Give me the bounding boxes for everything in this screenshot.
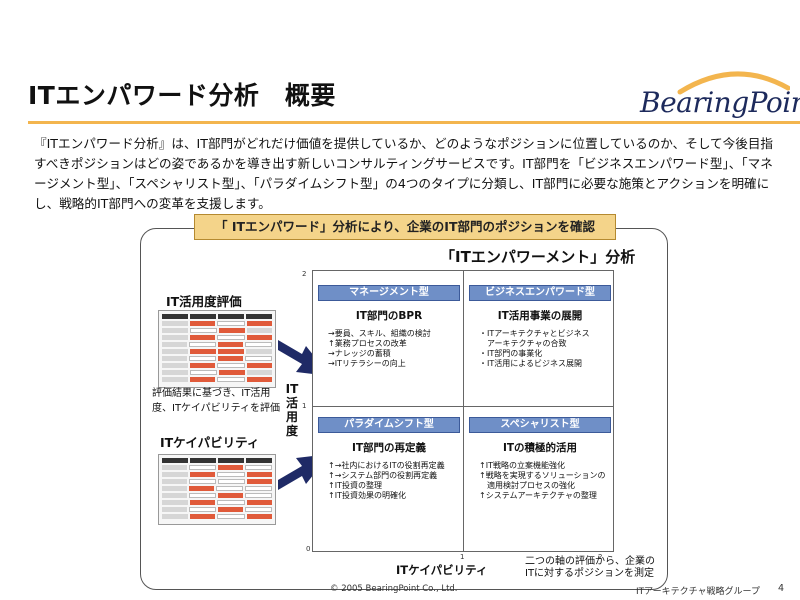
quadrant-header: スペシャリスト型 [469, 417, 611, 433]
quadrant-item: ↑→システム部門の役割再定義 [328, 471, 438, 480]
x-tick-mid: 1 [460, 553, 465, 561]
quadrant-header: ビジネスエンパワード型 [469, 285, 611, 301]
quadrant-subtitle: IT部門の再定義 [351, 442, 427, 454]
matrix-vertical-divider [463, 271, 464, 551]
capability-evaluation-thumbnail [158, 454, 276, 525]
quadrant-item: →ナレッジの蓄積 [328, 349, 391, 358]
quadrant-business-empowered: ビジネスエンパワード型 IT活用事業の展開 ・ITアーキテクチャとビジネス アー… [469, 285, 611, 369]
quadrant-items: ↑→社内におけるITの役割再定義 ↑→システム部門の役割再定義 ↑IT投資の整理… [318, 461, 460, 501]
quadrant-subtitle: IT部門のBPR [355, 310, 423, 322]
x-tick-max: 2 [598, 553, 603, 561]
page-title: ITエンパワード分析 概要 [28, 81, 336, 110]
quadrant-item: →要員、スキル、組織の検討 [328, 329, 431, 338]
brand-logo: BearingPoint. [640, 86, 800, 119]
y-tick-mid: 1 [302, 402, 307, 410]
quadrant-item: ↑IT投資の整理 [328, 481, 382, 490]
quadrant-item: ↑戦略を実現するソリューションの [479, 471, 606, 480]
y-tick-max: 2 [302, 270, 307, 278]
quadrant-item: ・ITアーキテクチャとビジネス [479, 329, 590, 338]
quadrant-subtitle: ITの積極的活用 [502, 442, 578, 454]
footer-group-name: ITアーキテクチャ戦略グループ [636, 587, 760, 597]
y-axis-label: IT活用度 [285, 382, 299, 438]
quadrant-items: ↑IT戦略の立案機能強化 ↑戦略を実現するソリューションの 適用検討プロセスの強… [469, 461, 611, 501]
quadrant-item: →ITリテラシーの向上 [328, 359, 406, 368]
quadrant-item: アーキテクチャの合致 [479, 339, 567, 348]
quadrant-header: パラダイムシフト型 [318, 417, 460, 433]
page-number: 4 [778, 583, 785, 594]
axis-note: 二つの軸の評価から、企業の ITに対するポジションを測定 [525, 556, 655, 580]
quadrant-item: 適用検討プロセスの強化 [479, 481, 575, 490]
axis-note-line: 二つの軸の評価から、企業の [525, 556, 655, 567]
analysis-banner: 「 ITエンパワード」分析により、企業のIT部門のポジションを確認 [194, 214, 616, 240]
title-rule [28, 121, 800, 124]
quadrant-items: →要員、スキル、組織の検討 ↑業務プロセスの改革 →ナレッジの蓄積 →ITリテラ… [318, 329, 460, 369]
quadrant-item: ↑IT投資効果の明確化 [328, 491, 406, 500]
quadrant-subtitle: IT活用事業の展開 [497, 310, 583, 322]
quadrant-item: ↑→社内におけるITの役割再定義 [328, 461, 445, 470]
axis-note-line: ITに対するポジションを測定 [525, 568, 655, 579]
quadrant-management: マネージメント型 IT部門のBPR →要員、スキル、組織の検討 ↑業務プロセスの… [318, 285, 460, 369]
intro-paragraph: 『ITエンパワード分析』は、IT部門がどれだけ価値を提供しているか、どのようなポ… [34, 136, 774, 211]
quadrant-item: ↑業務プロセスの改革 [328, 339, 407, 348]
quadrant-specialist: スペシャリスト型 ITの積極的活用 ↑IT戦略の立案機能強化 ↑戦略を実現するソ… [469, 417, 611, 501]
usage-evaluation-thumbnail [158, 310, 276, 388]
quadrant-header: マネージメント型 [318, 285, 460, 301]
tick-origin: 0 [306, 545, 311, 553]
quadrant-item: ・IT活用によるビジネス展開 [479, 359, 583, 368]
matrix-horizontal-divider [313, 406, 613, 407]
positioning-matrix: マネージメント型 IT部門のBPR →要員、スキル、組織の検討 ↑業務プロセスの… [312, 270, 614, 552]
evaluation-description: 評価結果に基づき、IT活用度、ITケイパビリティを評価 [152, 388, 281, 414]
quadrant-item: ↑システムアーキテクチャの整理 [479, 491, 597, 500]
matrix-title: 「ITエンパワーメント」分析 [440, 248, 636, 266]
capability-heading: ITケイパビリティ [160, 435, 260, 450]
quadrant-item: ・IT部門の事業化 [479, 349, 543, 358]
logo-arc-icon [677, 71, 790, 95]
footer-copyright: © 2005 BearingPoint Co., Ltd. [330, 584, 458, 594]
quadrant-paradigm-shift: パラダイムシフト型 IT部門の再定義 ↑→社内におけるITの役割再定義 ↑→シス… [318, 417, 460, 501]
quadrant-item: ↑IT戦略の立案機能強化 [479, 461, 565, 470]
x-axis-label: ITケイパビリティ [396, 563, 488, 577]
usage-heading: IT活用度評価 [166, 294, 242, 309]
quadrant-items: ・ITアーキテクチャとビジネス アーキテクチャの合致 ・IT部門の事業化 ・IT… [469, 329, 611, 369]
